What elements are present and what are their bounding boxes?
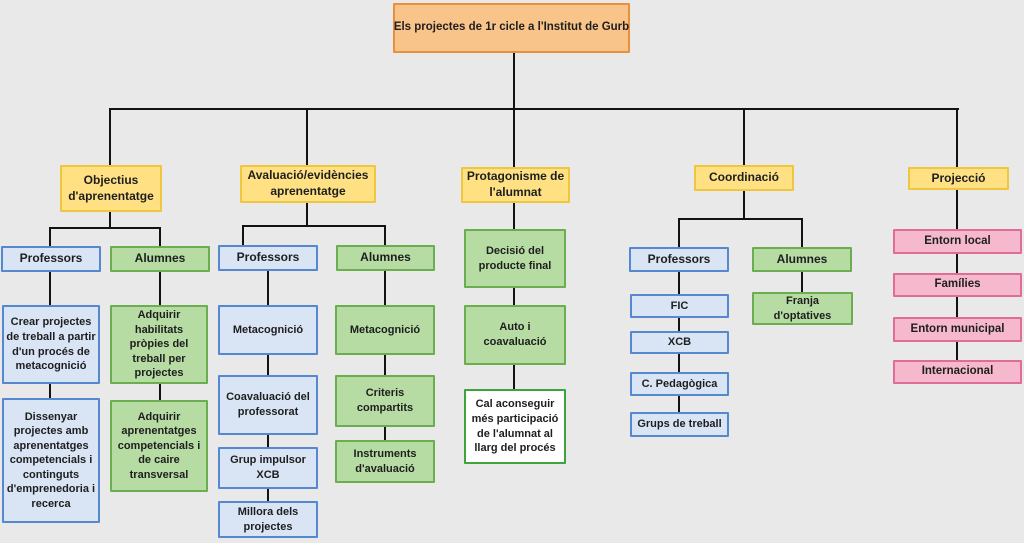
node-entorn-municipal: Entorn municipal: [893, 317, 1022, 342]
node-internacional: Internacional: [893, 360, 1022, 384]
node-auto-coavaluacio: Auto i coavaluació: [464, 305, 566, 365]
connector: [159, 227, 161, 246]
node-grup-impulsor: Grup impulsor XCB: [218, 447, 318, 489]
branch-coordinacio: Coordinació: [694, 165, 794, 191]
connector: [49, 227, 51, 246]
connector: [384, 355, 386, 375]
branch-projeccio: Projecció: [908, 167, 1009, 190]
node-franja-optatives: Franja d'optatives: [752, 292, 853, 325]
group-professors-2: Professors: [218, 245, 318, 271]
connector: [956, 108, 958, 167]
group-alumnes-2: Alumnes: [336, 245, 435, 271]
connector: [306, 203, 308, 227]
node-nota-participacio: Cal aconseguir més participació de l'alu…: [464, 389, 566, 464]
connector: [109, 108, 959, 110]
node-adquirir-habilitats: Adquirir habilitats pròpies del treball …: [110, 305, 208, 384]
connector: [384, 427, 386, 440]
connector: [678, 354, 680, 372]
connector: [267, 355, 269, 375]
connector: [49, 384, 51, 398]
connector: [159, 384, 161, 400]
connector: [384, 271, 386, 305]
connector: [267, 435, 269, 447]
group-professors-1: Professors: [1, 246, 101, 272]
branch-avaluacio: Avaluació/evidències aprenentatge: [240, 165, 376, 203]
node-xcb: XCB: [630, 331, 729, 354]
connector: [384, 225, 386, 245]
node-adquirir-aprenentatges: Adquirir aprenentatges competencials i d…: [110, 400, 208, 492]
group-alumnes-4: Alumnes: [752, 247, 852, 272]
connector: [743, 191, 745, 219]
connector: [678, 272, 680, 294]
connector: [678, 318, 680, 331]
connector: [513, 288, 515, 305]
group-alumnes-1: Alumnes: [110, 246, 210, 272]
connector: [513, 203, 515, 229]
node-coavaluacio: Coavaluació del professorat: [218, 375, 318, 435]
node-grups-treball: Grups de treball: [630, 412, 729, 437]
connector: [513, 365, 515, 389]
root-node: Els projectes de 1r cicle a l'Institut d…: [393, 3, 630, 53]
connector: [109, 212, 111, 228]
node-metacognicio-alum: Metacognició: [335, 305, 435, 355]
connector: [956, 297, 958, 317]
connector: [956, 342, 958, 360]
node-dissenyar-projectes: Dissenyar projectes amb aprenentatges co…: [2, 398, 100, 523]
connector: [678, 218, 680, 247]
connector: [678, 396, 680, 412]
node-entorn-local: Entorn local: [893, 229, 1022, 254]
branch-protagonisme: Protagonisme de l'alumnat: [461, 167, 570, 203]
node-decisio-producte: Decisió del producte final: [464, 229, 566, 288]
connector: [743, 108, 745, 165]
connector: [956, 254, 958, 273]
connector: [801, 218, 803, 247]
node-instruments: Instruments d'avaluació: [335, 440, 435, 483]
node-families: Famílies: [893, 273, 1022, 297]
connector: [49, 227, 161, 229]
connector: [109, 108, 111, 165]
node-millora-projectes: Millora dels projectes: [218, 501, 318, 538]
connector: [242, 225, 244, 245]
group-professors-4: Professors: [629, 247, 729, 272]
branch-objectius: Objectius d'aprenentatge: [60, 165, 162, 212]
connector: [49, 272, 51, 305]
connector: [801, 272, 803, 292]
connector: [159, 272, 161, 305]
node-metacognicio-prof: Metacognició: [218, 305, 318, 355]
node-fic: FIC: [630, 294, 729, 318]
connector: [306, 108, 308, 165]
node-c-pedagogica: C. Pedagògica: [630, 372, 729, 396]
connector: [513, 53, 515, 167]
connector: [267, 271, 269, 305]
connector: [267, 489, 269, 501]
connector: [242, 225, 386, 227]
node-criteris-compartits: Criteris compartits: [335, 375, 435, 427]
connector: [956, 190, 958, 229]
connector: [678, 218, 803, 220]
node-crear-projectes: Crear projectes de treball a partir d'un…: [2, 305, 100, 384]
